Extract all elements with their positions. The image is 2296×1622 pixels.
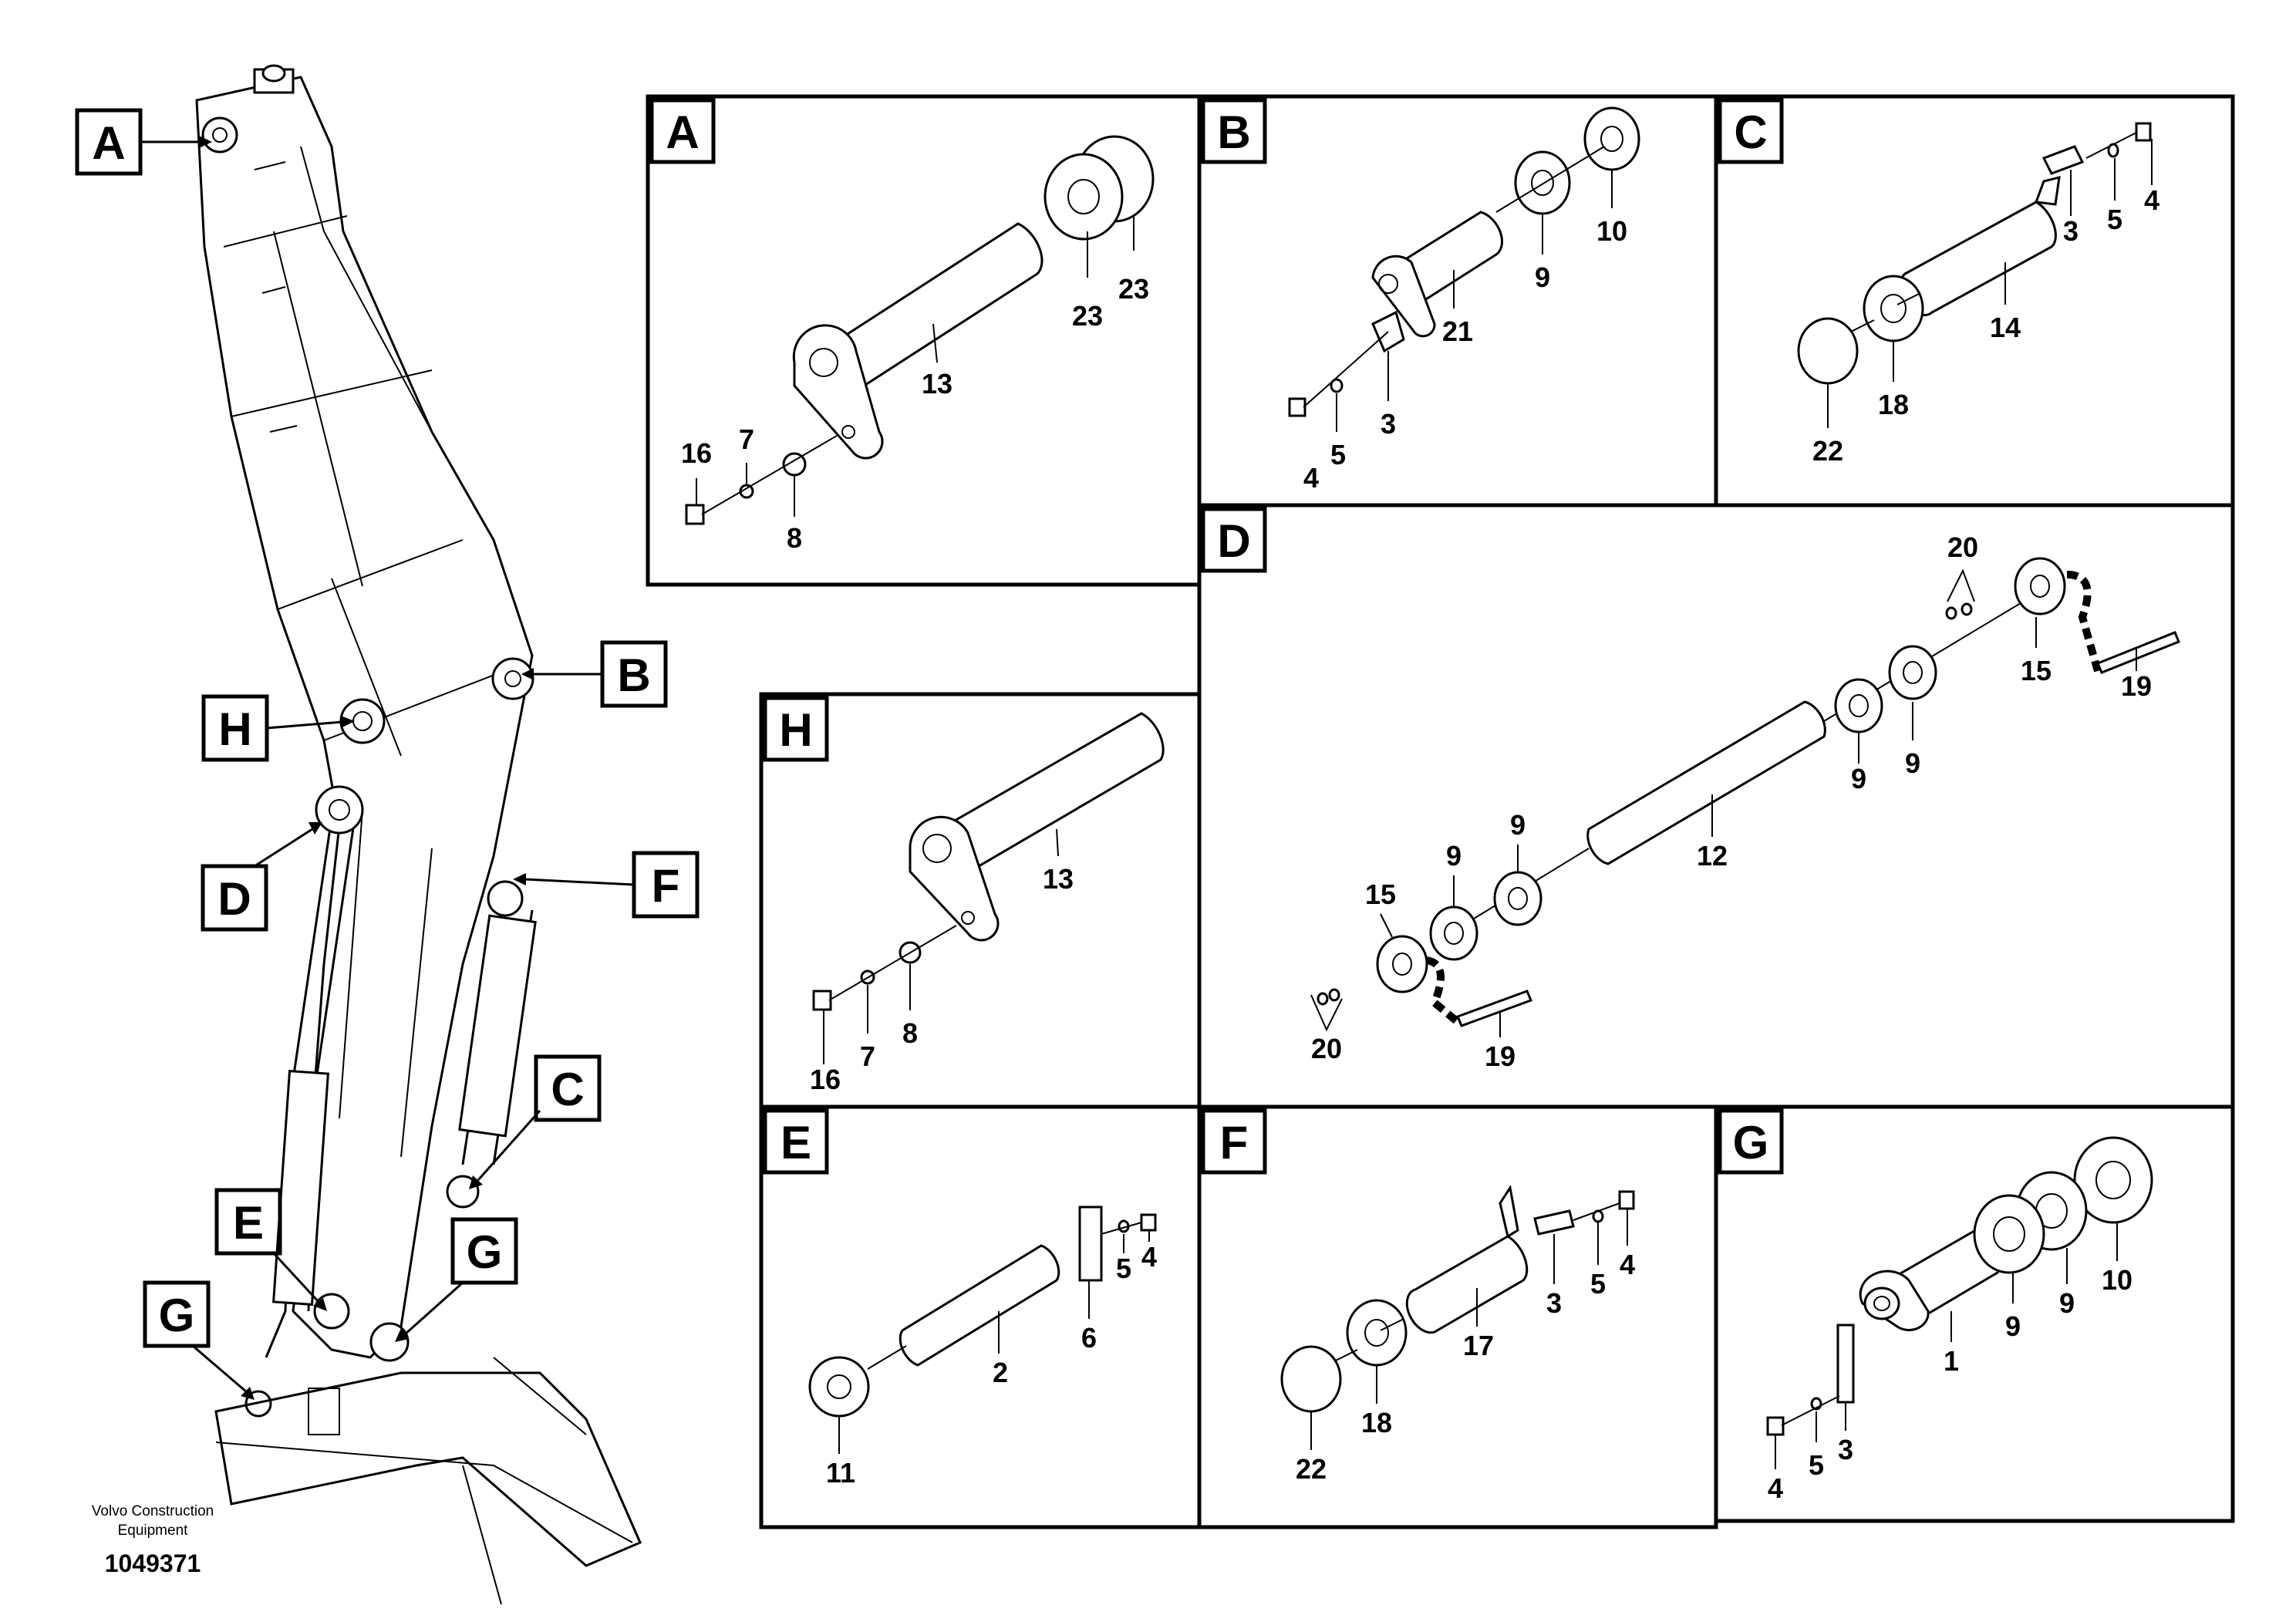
panel-letter: A <box>666 106 699 158</box>
part-label: 10 <box>1596 215 1627 247</box>
part-label: 23 <box>1118 273 1149 305</box>
part-label: 22 <box>1296 1453 1327 1485</box>
panel-letter: B <box>1217 106 1250 158</box>
part-label: 4 <box>1768 1472 1783 1504</box>
callout-letter: F <box>652 860 680 912</box>
brand-line-1: Volvo Construction <box>92 1503 214 1519</box>
panel-letter: G <box>1733 1117 1769 1168</box>
panel-b: B 10 9 21 3 4 5 <box>1201 98 1640 494</box>
overview-callout-g-left[interactable]: G <box>143 1280 255 1400</box>
panel-letter: E <box>781 1117 811 1168</box>
document-number: 1049371 <box>105 1549 201 1577</box>
part-label: 5 <box>1590 1268 1606 1300</box>
part-label: 19 <box>2121 670 2152 702</box>
part-label: 11 <box>826 1457 855 1489</box>
callout-letter: B <box>617 649 650 701</box>
part-label: 5 <box>1116 1253 1131 1284</box>
part-label: 8 <box>787 522 802 554</box>
part-label: 9 <box>1905 747 1920 779</box>
part-label: 9 <box>1535 261 1550 293</box>
part-label: 9 <box>1851 763 1866 794</box>
panel-g: G 10 9 9 1 3 4 5 <box>1718 1108 2153 1504</box>
part-label: 13 <box>1043 863 1074 895</box>
part-label: 19 <box>1485 1040 1515 1072</box>
part-label: 16 <box>681 437 712 469</box>
part-label: 6 <box>1081 1322 1097 1354</box>
panel-letter: D <box>1217 515 1250 567</box>
part-label: 20 <box>1947 531 1978 563</box>
part-label: 23 <box>1072 300 1103 332</box>
panel-a: A 23 23 13 16 7 8 <box>649 98 1155 554</box>
overview-callout-e[interactable]: E <box>214 1188 327 1311</box>
part-label: 3 <box>2063 215 2079 247</box>
overview-callout-f[interactable]: F <box>513 851 700 919</box>
part-label: 9 <box>2059 1287 2075 1319</box>
part-label: 5 <box>2107 204 2122 235</box>
part-label: 15 <box>1365 878 1396 910</box>
panel-h: H 13 16 7 8 <box>763 696 1165 1095</box>
part-label: 5 <box>1330 439 1346 470</box>
part-label: 2 <box>993 1357 1008 1388</box>
brand-line-2: Equipment <box>118 1523 189 1539</box>
callout-letter: H <box>218 703 251 755</box>
panel-frames <box>646 94 2235 1529</box>
part-label: 12 <box>1697 840 1728 872</box>
overview-callout-d[interactable]: D <box>201 822 322 932</box>
panel-letter: F <box>1220 1117 1249 1168</box>
part-label: 4 <box>2144 184 2159 216</box>
part-label: 7 <box>739 423 754 455</box>
panel-e: E 4 5 6 2 11 <box>763 1108 1157 1489</box>
part-label: 9 <box>1446 840 1462 872</box>
overview-callout-h[interactable]: H <box>201 694 355 762</box>
part-label: 5 <box>1809 1449 1824 1481</box>
part-label: 3 <box>1838 1434 1853 1465</box>
part-label: 21 <box>1442 315 1473 347</box>
part-label: 4 <box>1620 1249 1635 1280</box>
boom-overview-drawing <box>195 64 642 1605</box>
part-label: 3 <box>1546 1287 1562 1319</box>
callout-letter: E <box>233 1197 264 1249</box>
panel-f: F 4 5 3 17 18 22 <box>1201 1108 1635 1485</box>
part-label: 15 <box>2021 655 2052 686</box>
callout-letter: G <box>467 1226 503 1278</box>
callout-letter: D <box>217 873 251 925</box>
overview-callout-c[interactable]: C <box>469 1054 602 1189</box>
part-label: 8 <box>902 1017 918 1049</box>
overview-callout-g-right[interactable]: G <box>395 1217 518 1342</box>
panel-c: C 4 5 3 14 18 22 <box>1718 98 2159 467</box>
callout-letter: G <box>159 1290 195 1341</box>
part-label: 18 <box>1878 389 1909 420</box>
panel-d: D 20 <box>1201 507 2180 1072</box>
part-label: 1 <box>1944 1345 1959 1377</box>
part-label: 9 <box>1510 809 1526 841</box>
part-label: 20 <box>1311 1033 1342 1064</box>
overview-callout-a[interactable]: A <box>75 108 212 176</box>
part-label: 13 <box>922 368 952 400</box>
panel-letter: H <box>779 704 812 756</box>
part-label: 16 <box>810 1064 841 1095</box>
part-label: 22 <box>1812 435 1843 467</box>
part-label: 14 <box>1990 312 2021 343</box>
part-label: 4 <box>1303 462 1319 494</box>
part-label: 3 <box>1381 408 1396 440</box>
part-label: 18 <box>1361 1407 1392 1438</box>
part-label: 17 <box>1463 1330 1494 1361</box>
part-label: 10 <box>2102 1264 2132 1296</box>
callout-letter: A <box>92 117 125 169</box>
callout-letter: C <box>551 1064 584 1115</box>
part-label: 7 <box>860 1040 875 1072</box>
part-label: 4 <box>1141 1241 1157 1273</box>
panel-letter: C <box>1734 106 1767 158</box>
overview-callout-b[interactable]: B <box>521 640 668 708</box>
part-label: 9 <box>2005 1310 2021 1342</box>
